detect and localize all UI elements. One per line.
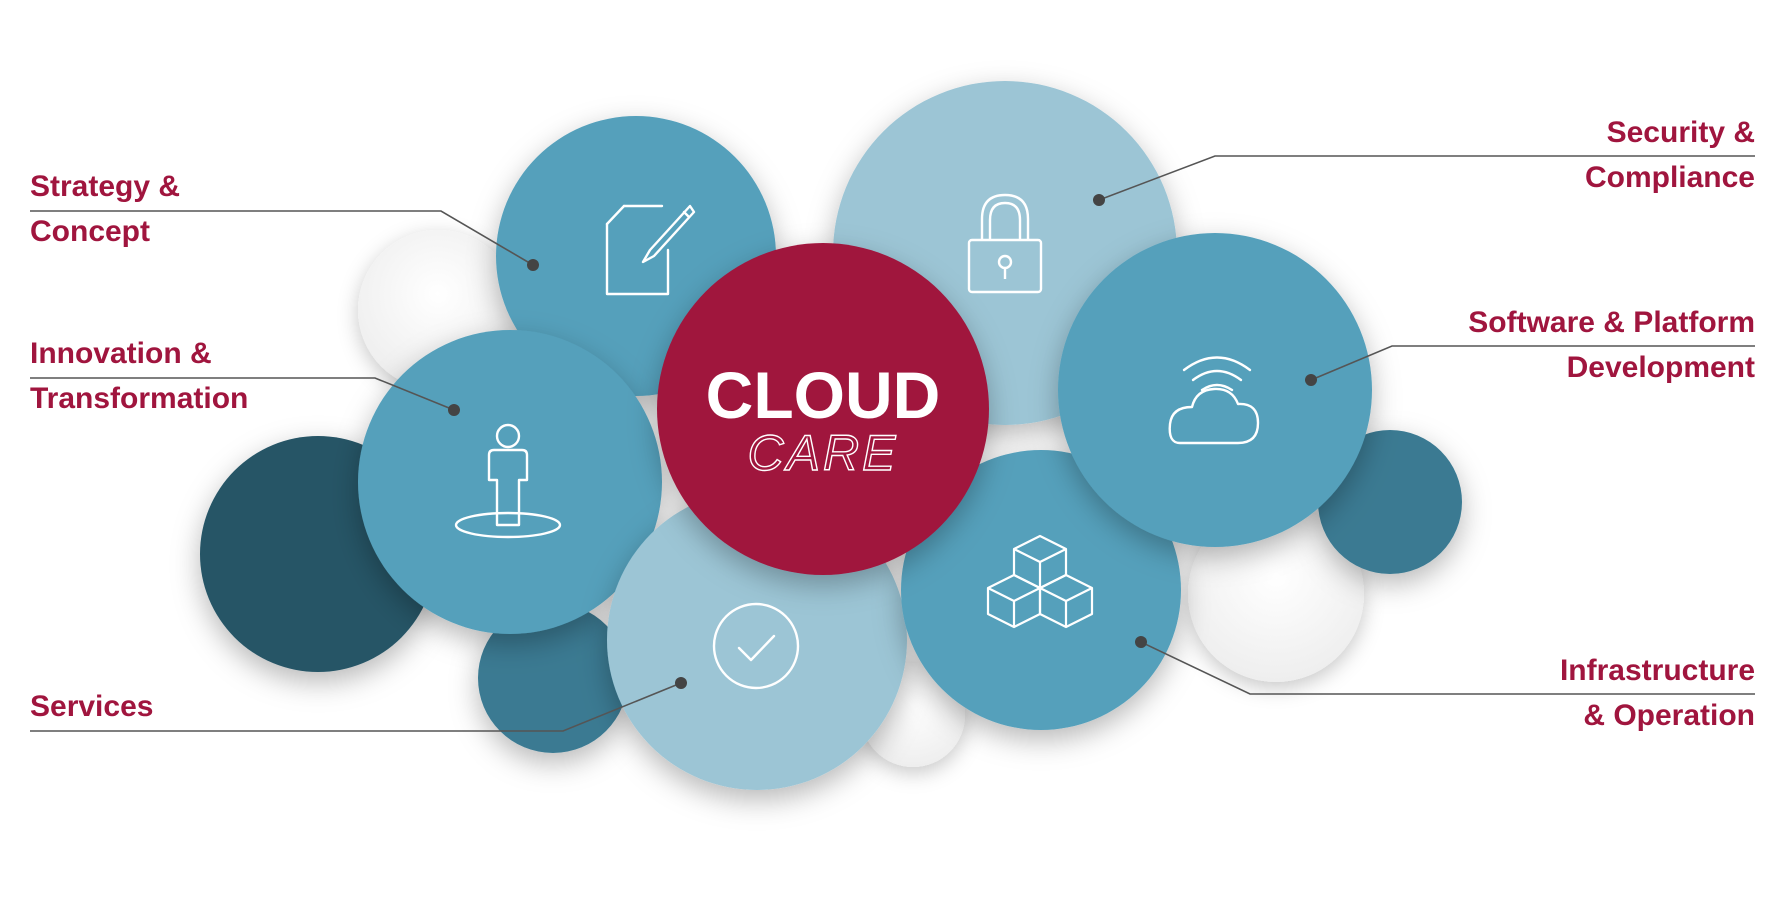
label-line: Concept xyxy=(30,215,150,248)
connector-dot xyxy=(1093,194,1105,206)
label-line: Innovation & xyxy=(30,337,212,370)
padlock-icon xyxy=(967,193,1043,294)
core-title: CLOUD xyxy=(706,358,941,432)
label-line: Development xyxy=(1567,351,1755,384)
label-line: Infrastructure xyxy=(1560,654,1755,687)
connector-dot xyxy=(1305,374,1317,386)
innovation-circle xyxy=(358,330,662,634)
connector-strategy xyxy=(30,210,534,266)
connector-innovation xyxy=(30,377,455,411)
label-line: & Operation xyxy=(1583,699,1755,732)
label-line: Software & Platform xyxy=(1468,306,1755,339)
label-infrastructure: Infrastructure & Operation xyxy=(1560,654,1755,732)
background-circles xyxy=(200,230,1462,767)
connector-infrastructure xyxy=(1140,641,1755,695)
label-software: Software & Platform Development xyxy=(1468,306,1755,384)
core-circle xyxy=(657,243,989,575)
deep-teal-circle xyxy=(1318,430,1462,574)
label-security: Security & Compliance xyxy=(1585,116,1755,194)
connector-software xyxy=(1310,345,1755,381)
label-innovation: Innovation & Transformation xyxy=(30,337,248,415)
label-line: Strategy & xyxy=(30,170,180,203)
person-on-platform-icon xyxy=(454,423,562,539)
connector-dot xyxy=(675,677,687,689)
core-subtitle: CARE xyxy=(748,425,899,481)
deep-teal-circle xyxy=(478,603,628,753)
connectors xyxy=(30,155,1755,732)
connector-dot xyxy=(448,404,460,416)
cloud-wifi-icon xyxy=(1168,356,1260,445)
connector-dot xyxy=(527,259,539,271)
label-line: Compliance xyxy=(1585,161,1755,194)
label-strategy: Strategy & Concept xyxy=(30,170,180,248)
connector-dots xyxy=(448,194,1317,689)
core-circle-group: CLOUD CARE xyxy=(657,243,989,575)
connector-dot xyxy=(1135,636,1147,648)
white-circle xyxy=(1188,506,1364,682)
checkmark-circle-icon xyxy=(712,602,800,690)
connector-security xyxy=(1098,155,1755,201)
cubes-icon xyxy=(986,534,1094,629)
label-line: Security & xyxy=(1607,116,1755,149)
connector-services xyxy=(30,682,682,732)
note-pencil-icon xyxy=(605,204,696,296)
label-services: Services xyxy=(30,690,153,723)
label-line: Services xyxy=(30,690,153,723)
label-line: Transformation xyxy=(30,382,248,415)
